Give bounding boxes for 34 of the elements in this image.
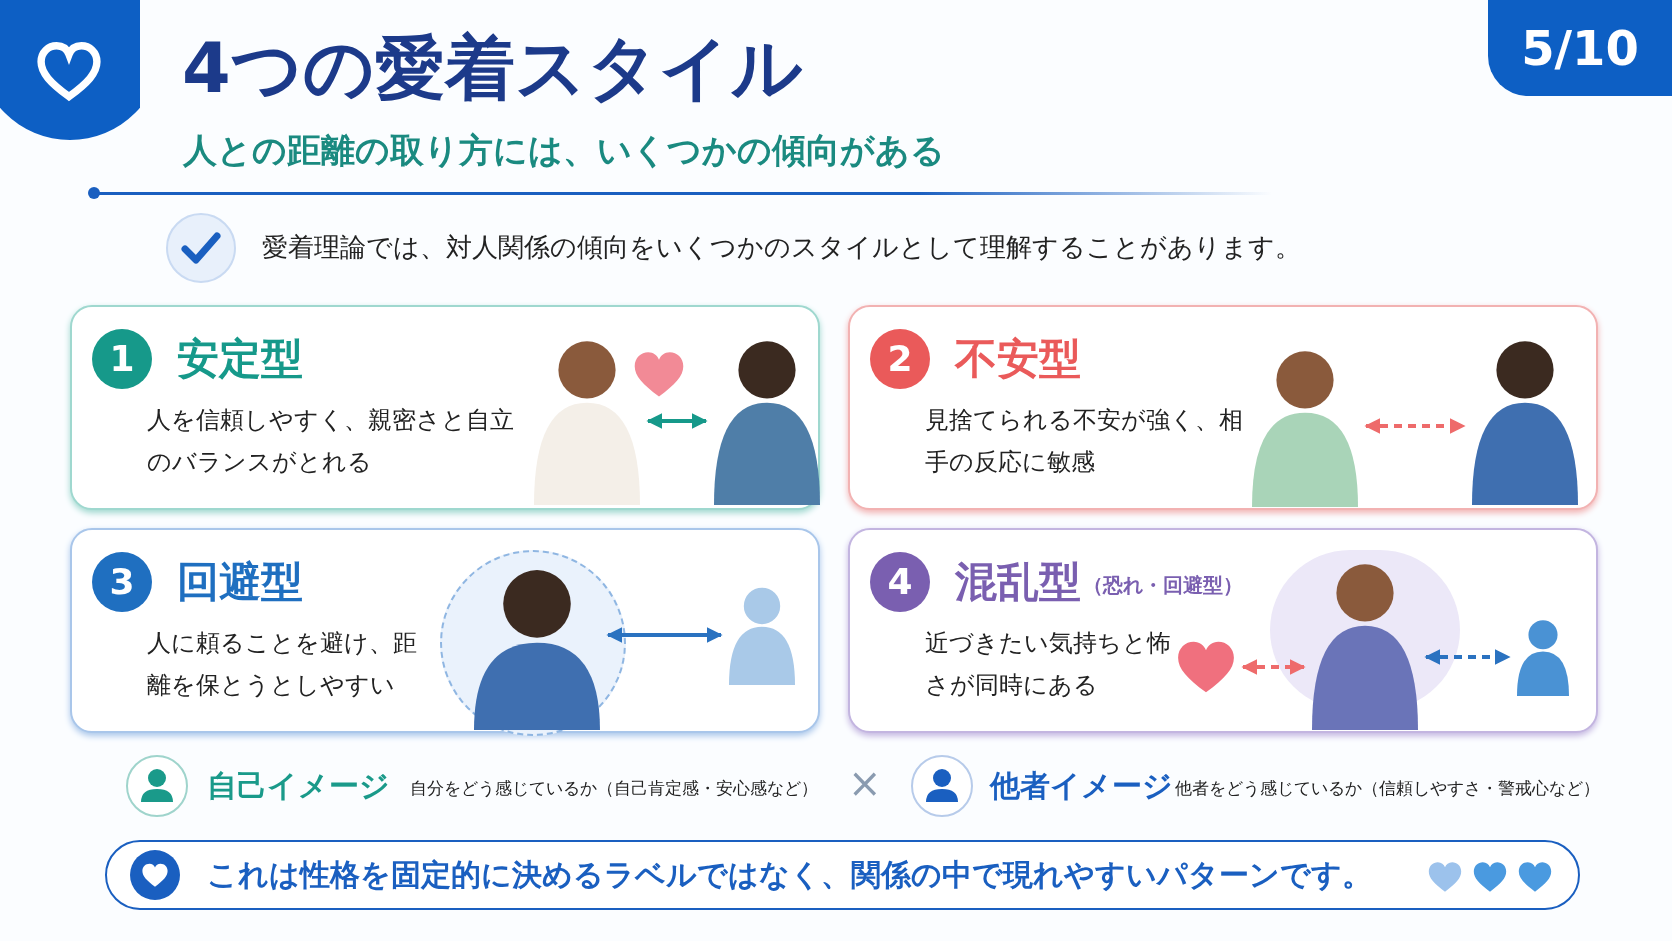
style-card	[70, 528, 820, 733]
double-arrow	[1424, 649, 1511, 665]
style-name: 安定型	[177, 333, 303, 385]
number-badge: 1	[92, 329, 152, 389]
subtitle: 人との距離の取り方には、いくつかの傾向がある	[183, 129, 945, 172]
axis-description: 他者をどう感じているか（信頼しやすさ・警戒心など）	[1175, 777, 1600, 800]
double-arrow	[1241, 659, 1306, 675]
number-badge: 3	[92, 552, 152, 612]
style-card	[848, 528, 1598, 733]
number-badge: 4	[870, 552, 930, 612]
times-sign: ×	[848, 760, 882, 806]
axis-description: 自分をどう感じているか（自己肯定感・安心感など）	[410, 777, 818, 800]
number-badge: 2	[870, 329, 930, 389]
style-name: 不安型	[955, 333, 1081, 385]
person-silhouette	[1515, 618, 1571, 696]
style-card	[70, 305, 820, 510]
double-arrow	[646, 413, 708, 429]
style-description: 人に頼ることを避け、距離を保とうとしやすい	[147, 628, 418, 701]
person-silhouette	[727, 585, 797, 685]
intro-text: 愛着理論では、対人関係の傾向をいくつかのスタイルとして理解することがあります。	[262, 231, 1301, 264]
axis-heading: 自己イメージ	[207, 767, 390, 805]
double-arrow	[606, 627, 723, 643]
style-name: 回避型	[177, 556, 303, 608]
double-arrow	[1364, 418, 1466, 434]
page-number: 5/10	[1488, 0, 1672, 96]
style-name: 混乱型	[955, 556, 1081, 608]
style-subname: （恐れ・回避型）	[1083, 572, 1243, 599]
slide-title: 4つの愛着スタイル	[182, 26, 803, 111]
style-card	[848, 305, 1598, 510]
axis-heading: 他者イメージ	[990, 767, 1173, 805]
style-description: 近づきたい気持ちと怖さが同時にある	[925, 628, 1172, 701]
style-description: 見捨てられる不安が強く、相手の反応に敏感	[925, 405, 1244, 478]
style-description: 人を信頼しやすく、親密さと自立のバランスがとれる	[147, 405, 515, 478]
note-text: これは性格を固定的に決めるラベルではなく、関係の中で現れやすいパターンです。	[207, 856, 1372, 894]
